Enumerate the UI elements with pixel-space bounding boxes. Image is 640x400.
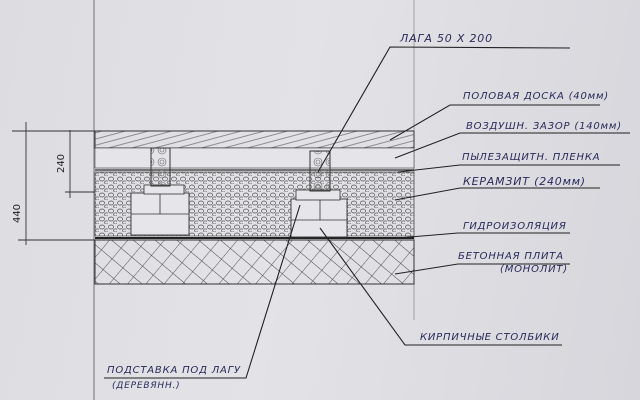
label-dust-film: ПЫЛЕЗАЩИТН. ПЛЕНКА xyxy=(462,152,601,163)
joist-right xyxy=(309,150,331,192)
label-joist: ЛАГА 50 Х 200 xyxy=(400,32,493,45)
label-concrete-slab: БЕТОННАЯ ПЛИТА xyxy=(458,251,564,262)
label-brick-posts: КИРПИЧНЫЕ СТОЛБИКИ xyxy=(420,332,560,343)
label-waterproofing: ГИДРОИЗОЛЯЦИЯ xyxy=(463,221,567,232)
joist-left xyxy=(150,147,171,187)
dimension-440: 440 xyxy=(12,203,24,224)
label-air-gap: ВОЗДУШН. ЗАЗОР (140мм) xyxy=(466,121,622,132)
brick-post-left xyxy=(130,147,190,236)
label-joist-support: ПОДСТАВКА ПОД ЛАГУ xyxy=(107,365,241,376)
label-expanded-clay: КЕРАМЗИТ (240мм) xyxy=(463,175,586,188)
label-floor-board: ПОЛОВАЯ ДОСКА (40мм) xyxy=(463,91,610,102)
label-joist-support-note: (ДЕРЕВЯНН.) xyxy=(112,381,181,391)
label-concrete-slab-note: (МОНОЛИТ) xyxy=(500,264,569,275)
brick-post-right xyxy=(290,150,348,238)
air-gap-layer xyxy=(94,147,415,169)
dimension-240: 240 xyxy=(56,153,68,174)
leader-lines xyxy=(104,46,630,379)
floor-board-layer xyxy=(94,130,415,149)
dimension-lines xyxy=(12,122,95,245)
concrete-slab-layer xyxy=(94,239,415,285)
